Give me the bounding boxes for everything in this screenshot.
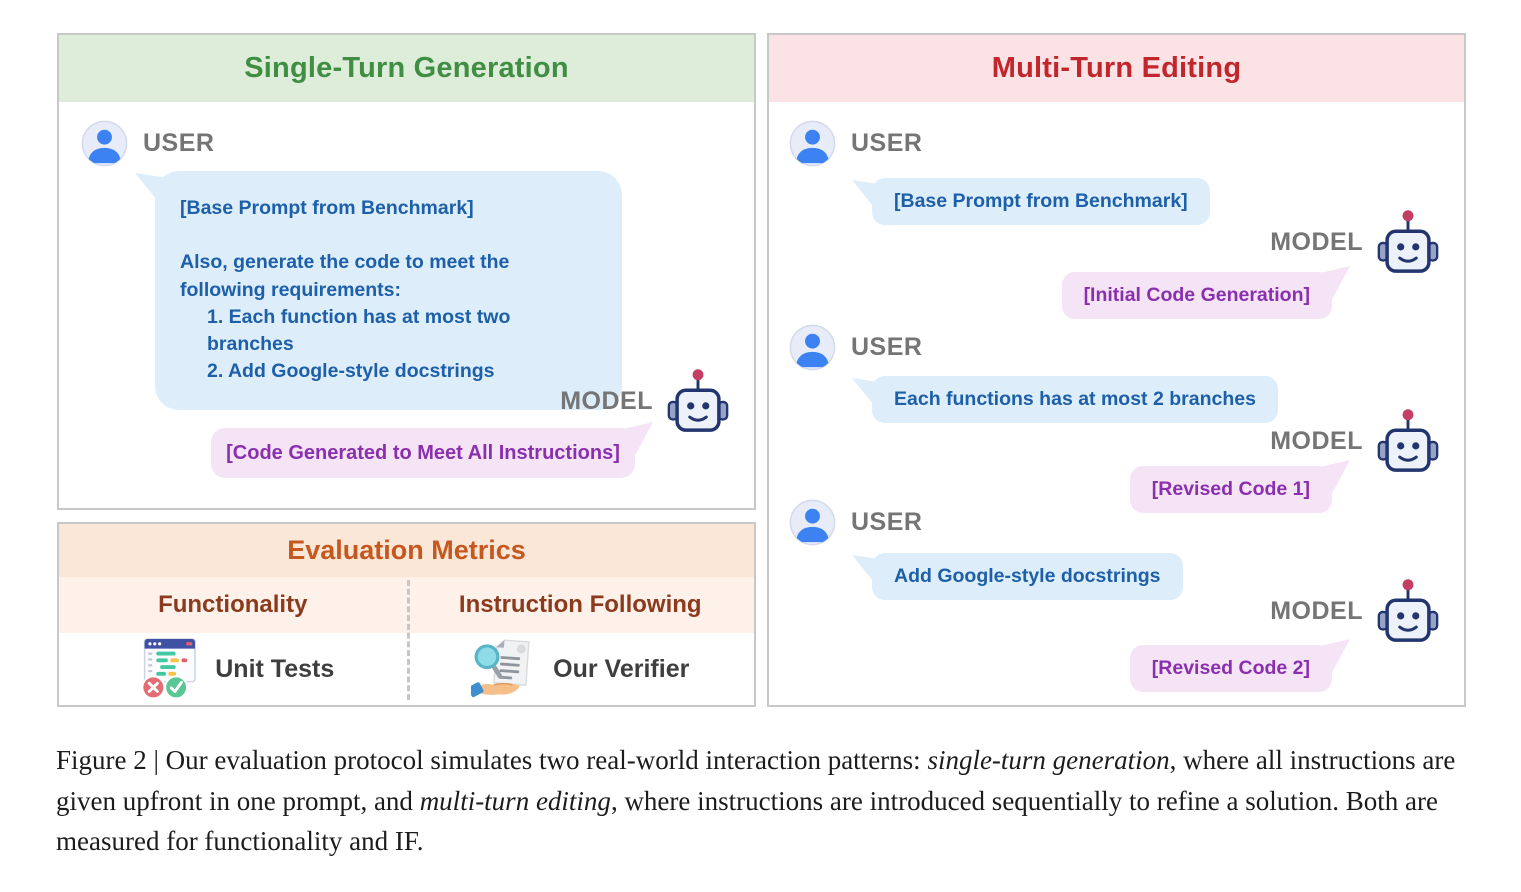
column-header-instruction-following: Instruction Following	[458, 591, 702, 618]
metrics-column-divider	[406, 580, 410, 700]
turn-2-model-row: MODEL	[1270, 406, 1440, 476]
robot-icon	[1376, 406, 1440, 476]
user-message-text: Add Google-style docstrings	[894, 565, 1161, 587]
turn-3-model-bubble: [Revised Code 2]	[1129, 639, 1350, 692]
single-turn-user-row: USER	[81, 120, 214, 167]
unit-tests-icon	[131, 638, 197, 700]
model-message-bubble: [Code Generated to Meet All Instructions…	[211, 422, 653, 478]
panel-multi-turn: Multi-Turn Editing USER [Base Prompt fro…	[767, 33, 1466, 707]
caption-text: , where all instructions are given upfro…	[56, 745, 1456, 816]
turn-3-user-row: USER	[789, 499, 922, 546]
turn-1-model-bubble: [Initial Code Generation]	[1061, 266, 1350, 319]
model-message-text: [Initial Code Generation]	[1083, 284, 1310, 306]
user-message-item: 1. Each function has at most two branche…	[207, 305, 511, 356]
panel-evaluation-metrics: Evaluation Metrics Functionality Instruc…	[57, 522, 756, 707]
figure-caption: Figure 2 | Our evaluation protocol simul…	[56, 740, 1468, 862]
bubble-tail	[135, 173, 173, 205]
column-header-functionality: Functionality	[158, 591, 308, 618]
caption-italic-multi-turn: multi-turn editing	[419, 785, 611, 816]
bubble-tail	[1315, 639, 1350, 673]
robot-icon	[666, 366, 730, 436]
turn-2-model-bubble: [Revised Code 1]	[1129, 460, 1350, 513]
model-message-text: [Revised Code 1]	[1151, 478, 1310, 500]
unit-tests-label: Unit Tests	[215, 654, 335, 683]
turn-1-user-row: USER	[789, 120, 922, 167]
bubble-tail	[1315, 460, 1350, 494]
turn-2-user-row: USER	[789, 324, 922, 371]
metrics-title: Evaluation Metrics	[59, 524, 754, 577]
model-label: MODEL	[560, 386, 653, 415]
verifier-icon	[471, 637, 535, 701]
single-turn-model-row: MODEL	[560, 366, 730, 436]
robot-icon	[1376, 207, 1440, 277]
unit-tests-cell: Unit Tests	[59, 633, 407, 705]
multi-turn-title: Multi-Turn Editing	[769, 35, 1464, 102]
turn-3-user-bubble: Add Google-style docstrings	[852, 553, 1183, 600]
model-message-text: [Code Generated to Meet All Instructions…	[226, 441, 620, 464]
user-message-bubble: [Base Prompt from Benchmark] Also, gener…	[135, 171, 622, 410]
user-message-line: Also, generate the code to meet the foll…	[180, 251, 510, 301]
model-label: MODEL	[1270, 227, 1363, 256]
model-label: MODEL	[1270, 596, 1363, 625]
verifier-cell: Our Verifier	[407, 633, 755, 705]
user-avatar-icon	[789, 499, 836, 546]
turn-3-model-row: MODEL	[1270, 576, 1440, 646]
user-avatar-icon	[789, 120, 836, 167]
model-label: MODEL	[1270, 426, 1363, 455]
caption-text: Figure 2 | Our evaluation protocol simul…	[56, 745, 928, 775]
turn-2-user-bubble: Each functions has at most 2 branches	[852, 376, 1278, 423]
user-message-text: Each functions has at most 2 branches	[894, 388, 1256, 410]
turn-1-user-bubble: [Base Prompt from Benchmark]	[852, 178, 1210, 225]
user-avatar-icon	[81, 120, 128, 167]
robot-icon	[1376, 576, 1440, 646]
user-label: USER	[851, 333, 923, 361]
user-label: USER	[851, 508, 923, 536]
bubble-tail	[618, 422, 653, 456]
panel-single-turn: Single-Turn Generation USER [Base Prompt…	[57, 33, 756, 510]
user-label: USER	[143, 129, 215, 157]
user-label: USER	[851, 129, 923, 157]
bubble-tail	[852, 555, 890, 587]
bubble-tail	[852, 378, 890, 410]
turn-1-model-row: MODEL	[1270, 207, 1440, 277]
caption-italic-single-turn: single-turn generation	[927, 745, 1170, 775]
user-message-line: [Base Prompt from Benchmark]	[180, 197, 474, 219]
bubble-tail	[1315, 266, 1350, 300]
single-turn-title: Single-Turn Generation	[59, 35, 754, 102]
verifier-label: Our Verifier	[553, 654, 690, 683]
caption-text: , where instructions are introduced sequ…	[56, 785, 1438, 857]
bubble-tail	[852, 180, 890, 212]
user-message-item: 2. Add Google-style docstrings	[207, 360, 495, 383]
user-message-text: [Base Prompt from Benchmark]	[894, 190, 1188, 212]
user-avatar-icon	[789, 324, 836, 371]
model-message-text: [Revised Code 2]	[1151, 657, 1310, 679]
